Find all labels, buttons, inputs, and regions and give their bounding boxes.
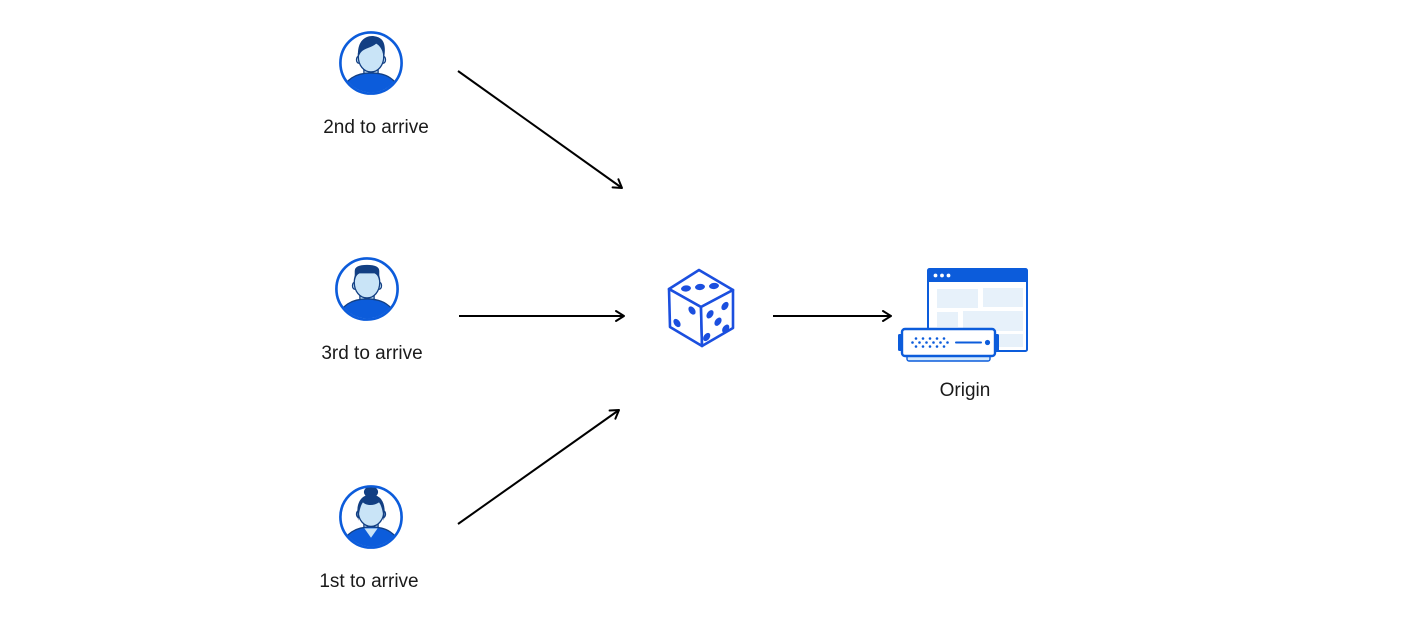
user-avatar-woman-bun-icon	[339, 485, 403, 549]
origin-server-icon	[898, 268, 1028, 362]
balancer-node	[666, 266, 736, 353]
user-avatar-man-flat-top-icon	[335, 257, 399, 321]
client-3rd-label: 3rd to arrive	[321, 343, 423, 364]
user-avatar-man-swept-hair-icon	[339, 31, 403, 95]
client-3rd-node: 3rd to arrive	[321, 255, 423, 364]
origin-label: Origin	[939, 380, 991, 401]
origin-node: Origin	[895, 262, 1030, 401]
client-1st-label: 1st to arrive	[319, 571, 419, 592]
client-2nd-node: 2nd to arrive	[323, 29, 429, 138]
client-1st-node: 1st to arrive	[319, 483, 419, 592]
arrow-client2-to-balancer	[457, 70, 623, 189]
arrow-client1-to-balancer	[457, 409, 620, 525]
dice-icon	[667, 268, 735, 348]
client-2nd-label: 2nd to arrive	[323, 117, 429, 138]
